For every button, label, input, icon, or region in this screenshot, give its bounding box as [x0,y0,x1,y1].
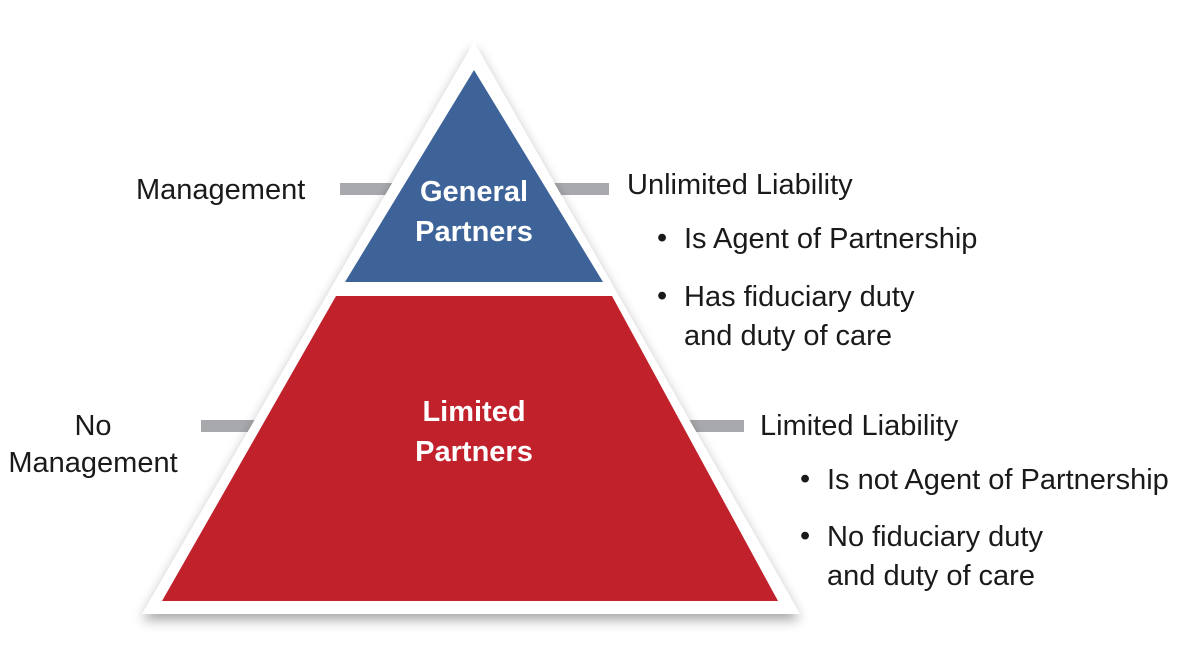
general-partners-label-line2: Partners [415,216,533,248]
limited-partners-label-line2: Partners [415,436,533,468]
bullet-dot: • [657,222,668,254]
limited-liability-connector [680,420,744,432]
no-management-label-line1: No [74,410,112,442]
bullet-dot: • [657,280,668,312]
bullet-dot: • [800,520,811,552]
general-partners-label: General Partners [384,172,564,252]
limited-liability-heading: Limited Liability [760,410,959,442]
limited-partners-label: Limited Partners [374,392,574,472]
bullet-text-line1: Is not Agent of Partnership [827,464,1169,496]
no-management-label: No Management [0,408,186,482]
general-partners-tier [345,70,603,282]
bullet-text-line1: Is Agent of Partnership [684,223,978,255]
general-partners-label-line1: General [420,176,528,208]
bullet-text-line2: and duty of care [827,560,1035,592]
management-label: Management [136,174,306,206]
unlimited-liability-heading: Unlimited Liability [627,169,853,201]
bullet-text-line1: No fiduciary duty [827,521,1043,553]
bullet-text-line1: Has fiduciary duty [684,281,915,313]
bullet-dot: • [800,463,811,495]
limited-partners-label-line1: Limited [422,396,526,428]
no-management-connector [201,420,265,432]
bullet-text-line2: and duty of care [684,320,892,352]
unlimited-liability-connector [545,183,609,195]
no-management-label-line2: Management [8,447,178,479]
limited-partners-tier [162,296,778,601]
